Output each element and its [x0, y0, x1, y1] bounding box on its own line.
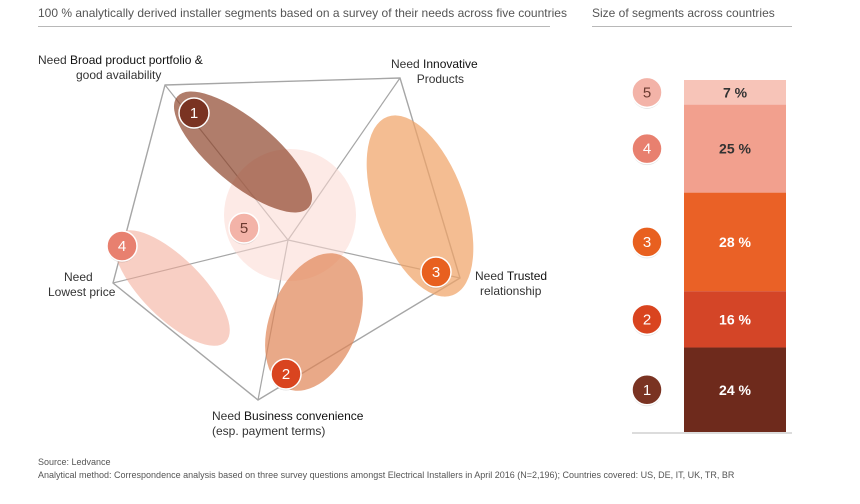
bar-segment-5 — [684, 80, 786, 105]
bar-badge-3-label: 3 — [643, 234, 651, 251]
segment-2-marker-label: 2 — [282, 366, 290, 383]
bar-segment-4 — [684, 104, 786, 193]
bar-value-4: 25 % — [719, 141, 751, 157]
segment-size-bars: 7 % 5 25 % 4 28 % 3 16 % 2 24 % 1 — [631, 76, 792, 434]
left-chart-title: 100 % analytically derived installer seg… — [38, 6, 567, 20]
vertex-label-convenience: Need Business convenience(esp. payment t… — [212, 409, 364, 438]
bar-badge-5-label: 5 — [643, 84, 651, 101]
segment-1-area — [173, 91, 313, 213]
segment-1-marker — [178, 97, 210, 129]
segment-3-area — [366, 115, 474, 297]
segment-4-marker-label: 4 — [118, 238, 126, 255]
left-title-rule — [38, 26, 550, 27]
bar-value-5: 7 % — [723, 84, 748, 100]
bar-badge-4 — [631, 132, 663, 165]
segment-markers: 1 2 3 4 5 — [106, 97, 452, 391]
bar-segment-2 — [684, 291, 786, 348]
segment-2-marker — [270, 358, 302, 390]
bar-badge-1-label: 1 — [643, 382, 651, 399]
footer-method: Analytical method: Correspondence analys… — [38, 470, 735, 480]
segment-ellipses — [114, 91, 474, 391]
segment-4-area — [114, 230, 230, 346]
segment-1-marker-label: 1 — [190, 105, 198, 122]
segment-5-marker-label: 5 — [240, 220, 248, 237]
bar-segment-1 — [684, 347, 786, 432]
right-title-rule — [592, 26, 792, 27]
segment-4-marker — [106, 230, 138, 262]
segment-2-area — [265, 253, 363, 391]
bar-value-1: 24 % — [719, 382, 751, 398]
bar-badge-4-label: 4 — [643, 141, 651, 158]
bar-badge-5 — [631, 76, 663, 109]
bar-segment-3 — [684, 192, 786, 292]
right-chart-title: Size of segments across countries — [592, 6, 775, 20]
bar-badge-2 — [631, 303, 663, 336]
bar-badge-3 — [631, 226, 663, 258]
segment-5-marker — [228, 212, 260, 244]
segment-3-marker — [420, 256, 452, 288]
footer-source: Source: Ledvance — [38, 457, 111, 467]
bar-value-3: 28 % — [719, 234, 751, 250]
bar-value-2: 16 % — [719, 311, 751, 327]
bar-badge-2-label: 2 — [643, 311, 651, 328]
vertex-label-portfolio: Need Broad product portfolio &good avail… — [38, 53, 203, 82]
segment-3-marker-label: 3 — [432, 264, 440, 281]
bar-badge-1 — [631, 374, 663, 406]
